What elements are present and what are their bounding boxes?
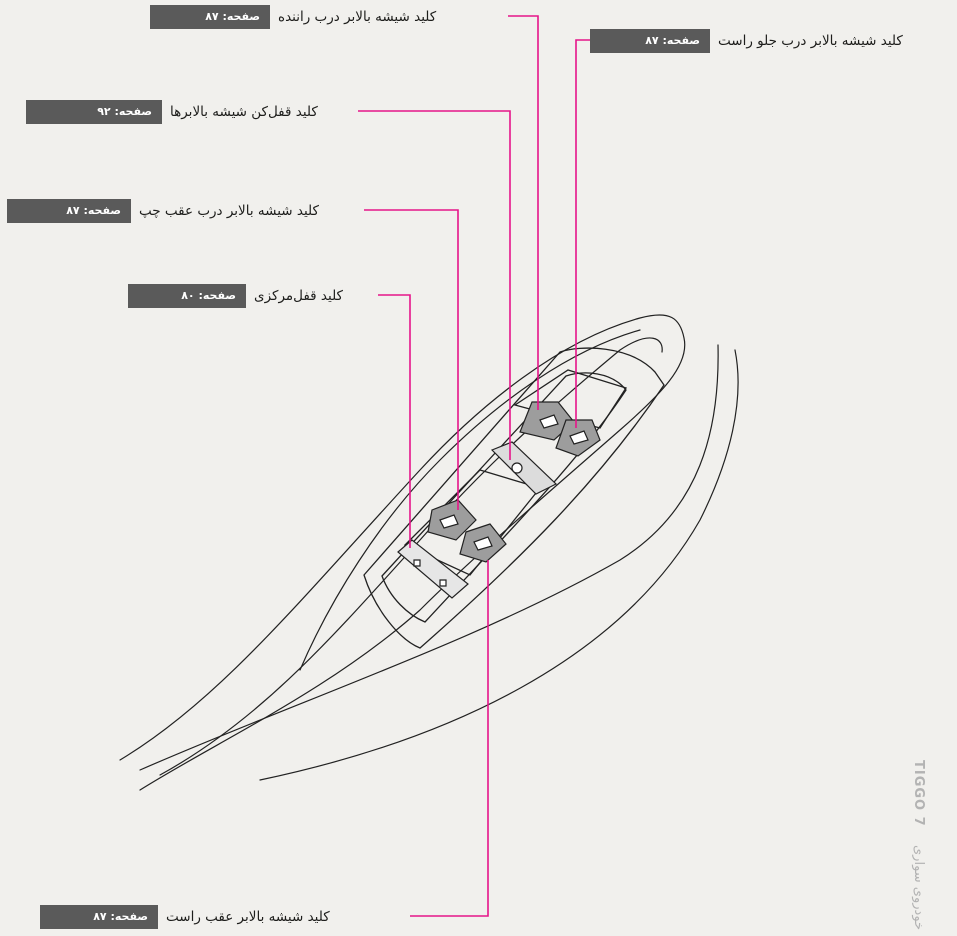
leader-rear-left-window bbox=[364, 209, 459, 510]
callout-rear-left-window: صفحه: ۸۷ کلید شیشه بالابر درب عقب چپ bbox=[7, 199, 327, 223]
label-central-lock: کلید قفل‌مرکزی bbox=[254, 288, 343, 304]
leader-rear-right-window bbox=[410, 560, 489, 917]
label-rear-right-window: کلید شیشه بالابر عقب راست bbox=[166, 909, 330, 925]
label-window-lock: کلید قفل‌کن شیشه بالابرها bbox=[170, 104, 318, 120]
door-lower-curve bbox=[139, 344, 719, 771]
switch-central-lock bbox=[397, 539, 469, 599]
leader-central-lock bbox=[378, 294, 411, 548]
brand-label: TIGGO 7 bbox=[911, 760, 926, 827]
lock-icon-lock bbox=[439, 579, 447, 587]
label-rear-left-window: کلید شیشه بالابر درب عقب چپ bbox=[139, 203, 319, 219]
side-running-header: TIGGO 7 خودروی سواری bbox=[905, 760, 935, 936]
page-badge-rear-left-window: صفحه: ۸۷ bbox=[7, 199, 131, 223]
callout-driver-window: صفحه: ۸۷ کلید شیشه بالابر درب راننده bbox=[150, 5, 444, 29]
door-sweep-line bbox=[299, 329, 641, 671]
window-lock-icon bbox=[511, 462, 523, 474]
page-badge-front-right-window: صفحه: ۸۷ bbox=[590, 29, 710, 53]
callout-central-lock: صفحه: ۸۰ کلید قفل‌مرکزی bbox=[128, 284, 351, 308]
door-trim-outline bbox=[119, 314, 686, 791]
switch-window-lock bbox=[490, 441, 558, 495]
callout-front-right-window: صفحه: ۸۷ کلید شیشه بالابر درب جلو راست bbox=[590, 29, 911, 53]
leader-driver-window bbox=[508, 15, 539, 410]
label-front-right-window: کلید شیشه بالابر درب جلو راست bbox=[718, 33, 903, 49]
leader-window-lock bbox=[358, 110, 511, 460]
door-trim-inner-line bbox=[159, 337, 663, 776]
callout-window-lock: صفحه: ۹۲ کلید قفل‌کن شیشه بالابرها bbox=[26, 100, 326, 124]
page-badge-rear-right-window: صفحه: ۸۷ bbox=[40, 905, 158, 929]
switch-bezel-outer bbox=[363, 347, 665, 649]
page-badge-central-lock: صفحه: ۸۰ bbox=[128, 284, 246, 308]
switch-bezel-inner bbox=[381, 372, 627, 623]
lock-icon-unlock bbox=[413, 559, 421, 567]
callout-rear-right-window: صفحه: ۸۷ کلید شیشه بالابر عقب راست bbox=[40, 905, 338, 929]
vehicle-type-label: خودروی سواری bbox=[911, 844, 926, 930]
page-badge-window-lock: صفحه: ۹۲ bbox=[26, 100, 162, 124]
page-badge-driver-window: صفحه: ۸۷ bbox=[150, 5, 270, 29]
label-driver-window: کلید شیشه بالابر درب راننده bbox=[278, 9, 437, 25]
leader-front-right-window bbox=[575, 39, 596, 428]
door-bottom-curve bbox=[259, 349, 739, 781]
